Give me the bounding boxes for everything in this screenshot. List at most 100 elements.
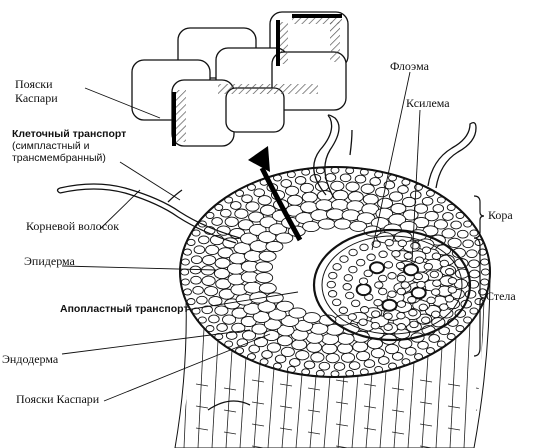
cortex-cell <box>295 350 310 361</box>
cortex-cell <box>317 218 336 230</box>
stele-cell <box>396 323 406 331</box>
stele-cell <box>426 296 436 305</box>
stele-cell <box>445 268 455 276</box>
cortex-cell <box>288 307 307 319</box>
stele-cell <box>383 312 393 320</box>
stele-cell <box>431 252 442 260</box>
cortex-cell <box>214 257 231 269</box>
stele-cell <box>384 238 394 247</box>
cortex-cell <box>204 285 219 297</box>
stele-cell <box>429 270 439 279</box>
stele-cell <box>418 303 428 312</box>
stele-cell <box>373 298 383 307</box>
cortex-cell <box>468 269 481 279</box>
cortex-cell <box>325 352 340 364</box>
cortex-cell <box>390 202 407 215</box>
cortex-cell <box>217 247 234 259</box>
cortex-cell <box>213 267 230 280</box>
cortex-cell <box>294 176 307 185</box>
cortex-cell <box>330 180 345 192</box>
cortex-cell <box>302 312 321 324</box>
cortex-cell <box>274 354 287 364</box>
symplast-title: Клеточный транспорт <box>12 128 127 140</box>
cortex-cell <box>428 334 440 343</box>
cortex-cell <box>211 217 223 226</box>
cortex-cell <box>432 204 445 213</box>
cortex-cell <box>333 362 346 371</box>
cortex-cell <box>462 239 474 249</box>
cortex-cell <box>318 361 331 371</box>
stele-cell <box>400 281 410 289</box>
cortex-cell <box>450 220 462 230</box>
stele-cell <box>348 248 358 257</box>
xylem-vessel <box>381 298 398 312</box>
cortex-cell <box>302 220 321 233</box>
cortex-cell <box>276 335 293 347</box>
cortex-cell <box>375 186 390 198</box>
cortex-cell <box>200 265 215 276</box>
stele-cell <box>345 291 355 300</box>
cortex-cell <box>197 316 207 324</box>
stele-cell <box>391 250 401 258</box>
cortex-label: Кора <box>488 208 513 222</box>
cortex-cell <box>466 249 478 259</box>
cortex-cell <box>356 350 371 362</box>
endodermis-label: Эндодерма <box>2 352 59 366</box>
cortex-cell <box>216 323 228 332</box>
cortex-cell <box>369 177 381 186</box>
cortex-cell <box>336 332 355 345</box>
cortex-cell <box>196 295 208 305</box>
transport-arrow <box>248 146 303 242</box>
cortex-cell <box>190 275 202 285</box>
cortex-cell <box>245 201 260 212</box>
stele-cell <box>326 280 336 289</box>
stele-cell <box>347 313 357 321</box>
cortex-cell <box>231 322 246 334</box>
cortex-cell <box>433 219 448 230</box>
cortex-cell <box>214 305 229 316</box>
cortex-cell <box>275 232 294 244</box>
cortex-cell <box>446 203 456 211</box>
apoplast-transport-label: Апопластный транспорт <box>60 303 189 315</box>
cortex-cell <box>349 220 368 232</box>
symplast-sub1: (симпластный и <box>12 140 90 153</box>
cortex-cell <box>348 361 361 370</box>
cortex-cell <box>402 196 417 208</box>
caspary-strips-detail <box>172 14 342 146</box>
cortex-cell <box>285 185 300 197</box>
stele-cell <box>421 316 431 324</box>
cortex-cell <box>258 282 277 294</box>
xylem-vessel <box>369 261 385 275</box>
cortex-cell <box>180 268 190 276</box>
caspary-strips-top-label: Пояски Каспари <box>15 77 58 106</box>
stele-cell <box>359 243 369 252</box>
cortex-cell <box>201 305 213 315</box>
stele-cell <box>396 287 406 296</box>
stele-cell <box>339 255 349 263</box>
cortex-cell <box>345 181 360 192</box>
cortex-cell <box>255 272 274 284</box>
cortex-cell <box>377 197 394 209</box>
stele-cell <box>431 288 441 296</box>
stele-cell <box>366 253 376 262</box>
stele-cell <box>423 262 433 271</box>
stele-cell <box>363 269 373 278</box>
cortex-cell <box>457 229 469 239</box>
cortex-cell <box>391 352 404 361</box>
stele-cell <box>342 283 352 291</box>
stele-cell <box>359 306 370 314</box>
cortex-cell <box>378 356 390 365</box>
stele-cell <box>332 263 342 271</box>
caspary-strips-bottom-label: Пояски Каспари <box>16 392 100 406</box>
cortex-cell <box>463 220 473 228</box>
cortex-cell <box>447 237 462 249</box>
root-cross-section <box>179 166 491 378</box>
stele-cell <box>332 298 342 307</box>
stele-bracket <box>473 237 485 357</box>
stele-cell <box>447 286 457 294</box>
stele-cell <box>408 308 418 317</box>
cortex-cell <box>468 259 480 269</box>
stele-cell <box>371 310 381 318</box>
